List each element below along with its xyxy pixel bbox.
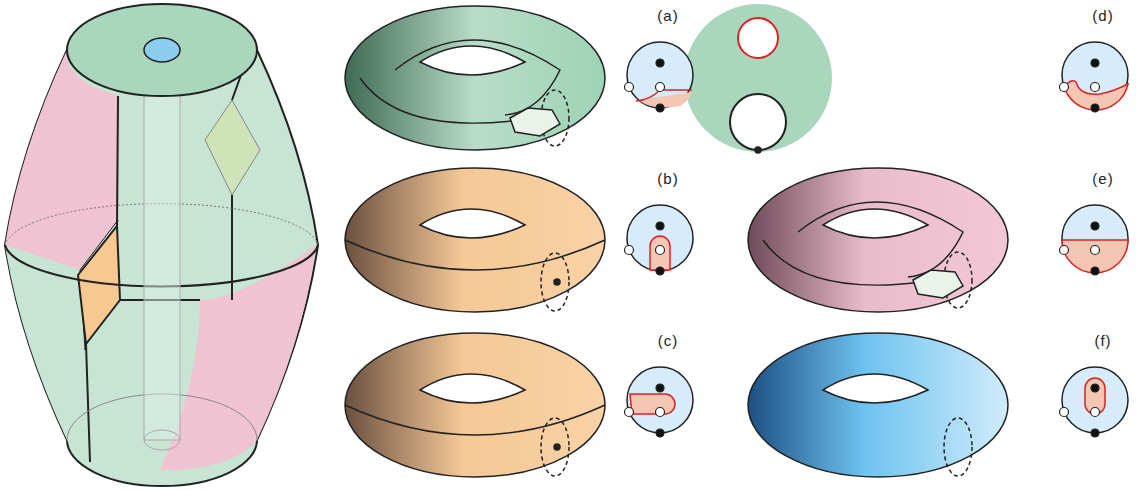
puncture-dot: [656, 222, 664, 230]
puncture-dot: [1091, 267, 1099, 275]
puncture-dot: [1091, 222, 1099, 230]
barrel: [5, 4, 318, 486]
puncture-dot: [656, 59, 664, 67]
puncture-dot: [1091, 83, 1100, 92]
torus-set: [345, 4, 1008, 477]
puncture-dot: [1091, 104, 1099, 112]
puncture-dot: [656, 429, 664, 437]
puncture-dot: [625, 408, 634, 417]
puncture-dot: [1091, 408, 1100, 417]
panel-label: (f): [1094, 332, 1111, 349]
puncture-dot: [656, 384, 664, 392]
panel-label: (c): [658, 332, 679, 349]
panel-label: (d): [1092, 7, 1113, 24]
panel-label: (b): [657, 170, 678, 187]
puncture-dot: [1091, 429, 1099, 437]
puncture-dot: [625, 83, 634, 92]
panel-label: (a): [657, 7, 678, 24]
puncture-dot: [656, 408, 665, 417]
puncture-dot: [625, 246, 634, 255]
puncture-dot: [1091, 246, 1100, 255]
puncture-dot: [1060, 83, 1069, 92]
puncture-dot: [1091, 384, 1099, 392]
puncture-dot: [1060, 408, 1069, 417]
disk-diagrams: [627, 42, 1128, 433]
puncture-dot: [656, 246, 665, 255]
puncture-dot: [656, 104, 664, 112]
panel-label: (e): [1092, 170, 1113, 187]
puncture-dot: [1091, 59, 1099, 67]
puncture-dot: [656, 83, 665, 92]
puncture-dot: [656, 267, 664, 275]
puncture-dot: [1060, 246, 1069, 255]
